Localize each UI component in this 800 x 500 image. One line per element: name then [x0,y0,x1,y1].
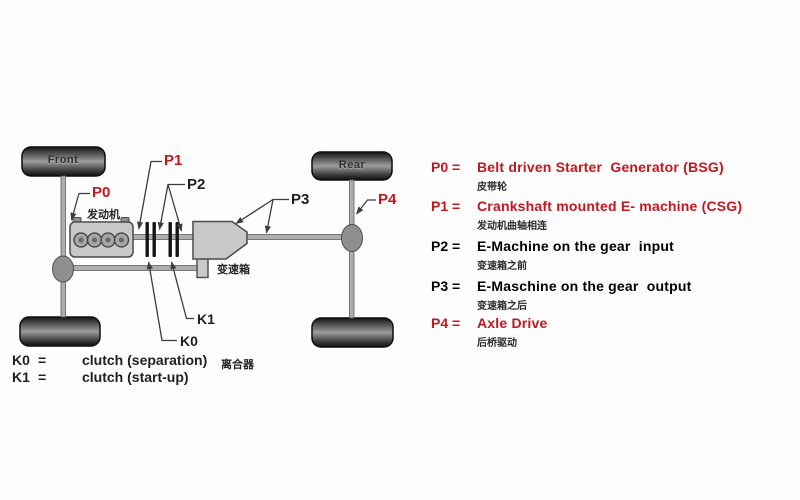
wheel-rear-bottom [311,317,394,348]
legend-row-p1: P1 = Crankshaft mounted E- machine (CSG)… [431,198,791,232]
gearbox-output-shaft [245,234,353,240]
clutch-label-cn: 离合器 [221,359,254,371]
legend-row-p0: P0 = Belt driven Starter Generator (BSG)… [431,159,791,193]
front-differential [52,255,74,283]
legend-p0-desc-cn: 皮带轮 [477,182,507,193]
legend-row-p2: P2 = E-Machine on the gear input 变速箱之前 [431,238,791,272]
p2-leader-line-2 [167,184,183,232]
legend-p4-desc-cn: 后桥驱动 [477,338,517,349]
wheel-front-bottom [19,316,101,347]
rear-differential [341,224,363,252]
rear-wheel-label: Rear [338,159,366,171]
legend-row-p4: P4 = Axle Drive 后桥驱动 [431,315,791,349]
p3-leader-line-2 [264,199,274,234]
k1-legend-key: K1 [12,369,30,385]
k1-legend-desc: clutch (start-up) [82,369,189,385]
k0-legend-desc: clutch (separation) [82,352,208,368]
engine-cylinders [73,232,130,248]
legend-row-p3: P3 = E-Maschine on the gear output 变速箱之后 [431,278,791,312]
front-axle [60,175,66,318]
legend-p3-desc: E-Maschine on the gear output [477,278,692,294]
legend-p4-key: P4 = [431,315,461,331]
p2-leader-line-1 [157,183,185,231]
p1-point-label: P1 [164,152,183,169]
gearbox-label-cn: 变速箱 [217,264,250,276]
k1-leader-line [170,261,194,320]
legend-p1-desc-cn: 发动机曲轴相连 [477,221,547,232]
p3-leader-line-1 [235,198,289,225]
k1-point-label: K1 [197,311,215,327]
front-wheel-label: Front [47,154,79,166]
engine-gearbox-shaft [131,234,194,240]
engine-label-cn: 发动机 [87,209,120,221]
p0-leader-line [70,192,90,221]
legend-p4-desc: Axle Drive [477,315,548,331]
legend-p0-key: P0 = [431,159,461,175]
k0-point-label: K0 [180,333,198,349]
p4-point-label: P4 [378,191,397,208]
legend-p1-desc: Crankshaft mounted E- machine (CSG) [477,198,743,214]
gearbox-body [192,220,248,260]
legend-p3-key: P3 = [431,278,461,294]
p2-point-label: P2 [187,176,206,193]
legend-p2-key: P2 = [431,238,461,254]
gearbox-tab [196,257,209,279]
k0-legend-key: K0 [12,352,30,368]
front-drive-shaft [62,265,201,271]
legend-p2-desc-cn: 变速箱之前 [477,261,527,272]
legend-p1-key: P1 = [431,198,461,214]
legend-p0-desc: Belt driven Starter Generator (BSG) [477,159,724,175]
p1-leader-line [137,160,162,230]
legend-p3-desc-cn: 变速箱之后 [477,301,527,312]
k0-leader-line [146,261,177,342]
legend-p2-desc: E-Machine on the gear input [477,238,674,254]
k1-legend-equals: = [38,369,47,385]
p0-point-label: P0 [92,184,111,201]
p3-point-label: P3 [291,191,310,208]
clutch-k0-discs [145,222,156,257]
p4-leader-line [355,199,376,215]
k0-legend-equals: = [38,352,47,368]
